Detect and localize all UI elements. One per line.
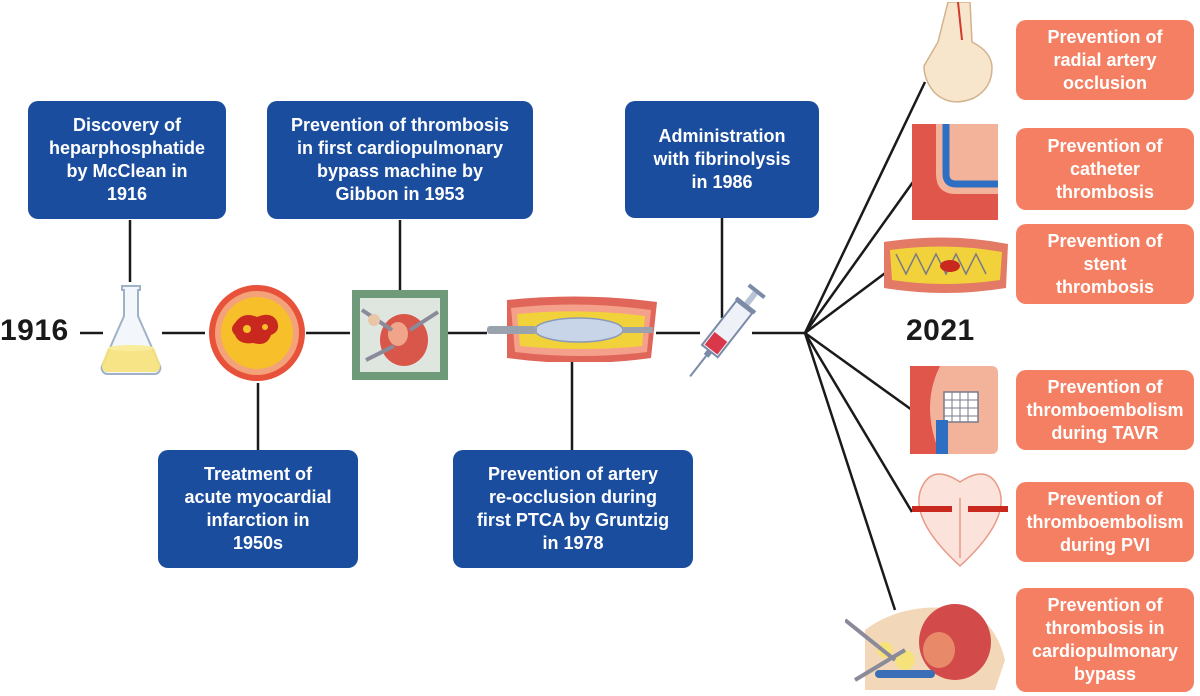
application-cpb: Prevention of thrombosis in cardiopulmon… — [1016, 588, 1194, 692]
syringe-icon — [689, 283, 766, 377]
hand-icon — [923, 2, 993, 103]
end-year: 2021 — [906, 314, 975, 347]
application-pvi: Prevention of thromboembolism during PVI — [1016, 482, 1194, 562]
application-stent: Prevention of stent thrombosis — [1016, 224, 1194, 304]
application-catheter: Prevention of catheter thrombosis — [1016, 128, 1194, 210]
tavr-valve-icon — [910, 366, 998, 454]
balloon-catheter-icon — [487, 296, 657, 362]
milestone-ptca: Prevention of artery re-occlusion during… — [453, 450, 693, 568]
fan-line-catheter — [803, 174, 920, 334]
fan-line-cpb — [803, 332, 897, 611]
flask-icon — [100, 285, 162, 375]
milestone-myocardial-infarction: Treatment of acute myocardial infarction… — [158, 450, 358, 568]
application-tavr: Prevention of thromboembolism during TAV… — [1016, 370, 1194, 450]
catheter-vessel-icon — [912, 124, 998, 220]
milestone-cardiopulmonary-bypass: Prevention of thrombosis in first cardio… — [267, 101, 533, 219]
artery-clot-icon — [209, 285, 305, 381]
milestone-heparphosphatide: Discovery of heparphosphatide by McClean… — [28, 101, 226, 219]
fan-line-tavr — [804, 331, 913, 412]
heart-icon — [912, 473, 1008, 568]
application-radial-artery: Prevention of radial artery occlusion — [1016, 20, 1194, 100]
open-heart-surgery-icon — [845, 604, 1005, 690]
fan-line-radial — [803, 81, 927, 334]
stent-icon — [884, 237, 1008, 293]
fan-line-pvi — [803, 332, 914, 513]
start-year: 1916 — [0, 314, 69, 347]
milestone-fibrinolysis: Administration with fibrinolysis in 1986 — [625, 101, 819, 218]
surgery-icon — [352, 290, 448, 380]
